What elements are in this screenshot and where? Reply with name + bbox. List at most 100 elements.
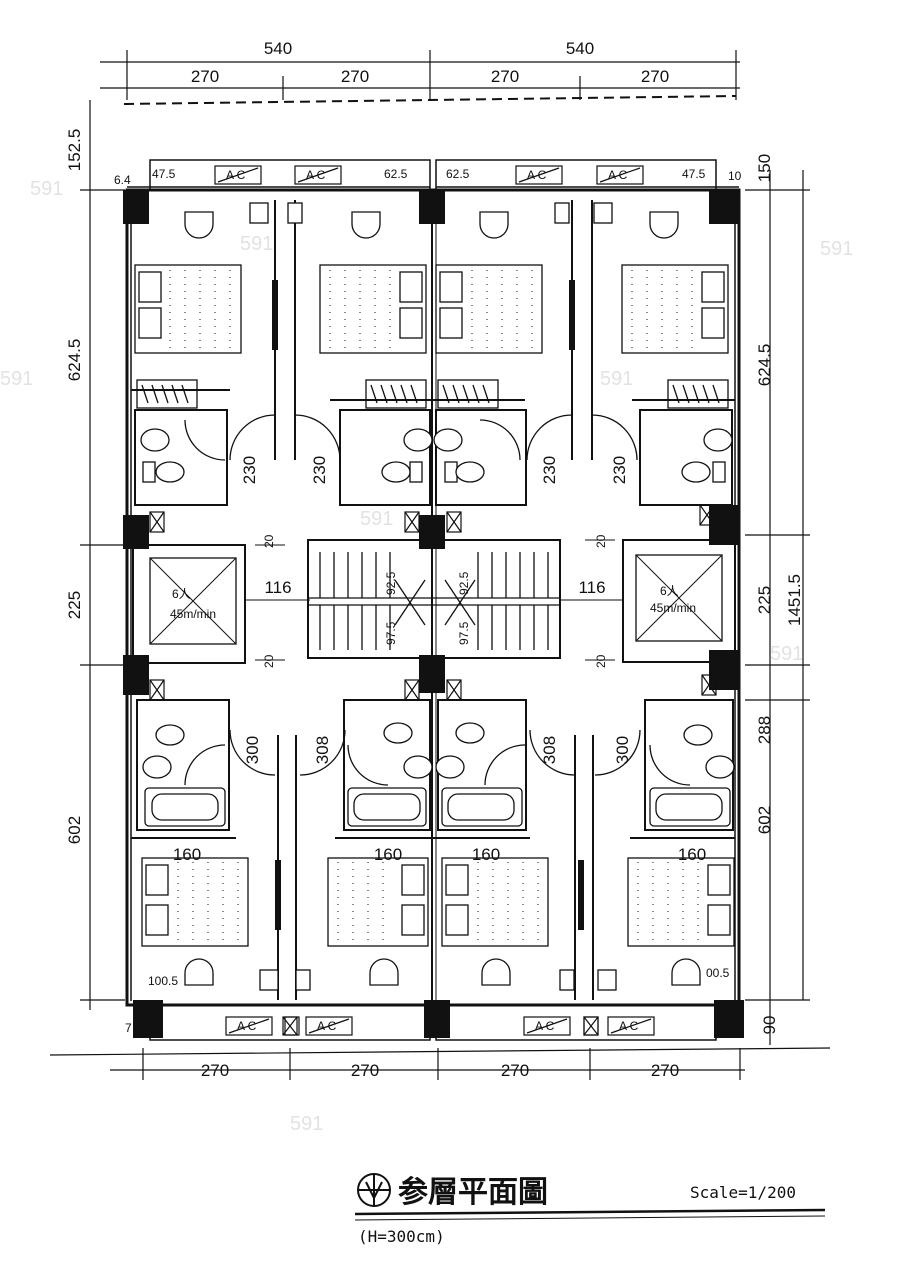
- dim-230-1: 230: [240, 456, 259, 484]
- watermark-8: 591: [290, 1113, 323, 1135]
- dim-230-2: 230: [310, 456, 329, 484]
- dim-stair-97.5-right: 97.5: [457, 621, 471, 645]
- wall-stubs: [272, 280, 584, 930]
- dim-bottom-270-1: 270: [201, 1061, 229, 1080]
- ac-label-5: A C: [237, 1019, 257, 1033]
- ac-label-3: A C: [527, 168, 547, 182]
- elevator-left: [132, 544, 246, 664]
- dim-00.5: 00.5: [706, 966, 730, 980]
- dim-right-150: 150: [755, 154, 774, 182]
- dim-308-right: 308: [540, 736, 559, 764]
- elevator-left-capacity: 6人: [172, 587, 191, 601]
- dim-230-4: 230: [610, 456, 629, 484]
- ac-label-7: A C: [535, 1019, 555, 1033]
- dim-47.5-right: 47.5: [682, 167, 706, 181]
- dim-top-270-4: 270: [641, 67, 669, 86]
- bathroom-fixtures: [140, 428, 735, 827]
- dim-left-152.5: 152.5: [65, 129, 84, 172]
- watermark-1: 591: [30, 178, 63, 200]
- dim-100.5: 100.5: [148, 974, 178, 988]
- dim-lobby-116-right: 116: [578, 578, 605, 597]
- dim-left-602: 602: [65, 816, 84, 844]
- watermark-6: 591: [360, 508, 393, 530]
- right-dimension-lines: [745, 170, 810, 1045]
- dim-bed-160-3: 160: [472, 845, 500, 864]
- pipe-shafts: [149, 504, 717, 1036]
- plan-scale: Scale=1/200: [690, 1183, 796, 1202]
- dim-gap-20-3: 20: [594, 534, 608, 548]
- left-dimension-lines: [80, 100, 125, 1010]
- lobby-dim-lines: [245, 539, 623, 661]
- title-underline-thin: [354, 1215, 826, 1221]
- dim-top-270-1: 270: [191, 67, 219, 86]
- dim-stair-92.5-left: 92.5: [384, 571, 398, 595]
- elevator-right-capacity: 6人: [660, 584, 679, 598]
- dim-right-288: 288: [755, 716, 774, 744]
- dim-right-602: 602: [755, 806, 774, 834]
- dim-gap-20-1: 20: [262, 534, 276, 548]
- dim-top-270-3: 270: [491, 67, 519, 86]
- dim-bottom-270-3: 270: [501, 1061, 529, 1080]
- dim-right-225: 225: [755, 586, 774, 614]
- beds-upper: [134, 264, 729, 354]
- ac-label-8: A C: [619, 1019, 639, 1033]
- elevator-left-speed: 45m/min: [170, 607, 216, 621]
- dim-stair-92.5-right: 92.5: [457, 571, 471, 595]
- beds-lower: [141, 857, 735, 947]
- watermark-2: 591: [240, 233, 273, 255]
- dim-gap-20-2: 20: [262, 654, 276, 668]
- dim-10: 10: [728, 169, 742, 183]
- dim-top-270-2: 270: [341, 67, 369, 86]
- title-underline: [354, 1208, 826, 1216]
- dim-stair-97.5-left: 97.5: [384, 621, 398, 645]
- watermark-5: 591: [0, 368, 33, 390]
- dim-right-1451.5: 1451.5: [785, 574, 804, 626]
- ac-label-6: A C: [317, 1019, 337, 1033]
- ac-label-1: A C: [226, 168, 246, 182]
- top-balcony: [127, 159, 739, 191]
- ac-label-2: A C: [306, 168, 326, 182]
- wardrobes: [136, 379, 729, 409]
- dim-bed-160-4: 160: [678, 845, 706, 864]
- title-symbol: [357, 1173, 391, 1207]
- dim-230-3: 230: [540, 456, 559, 484]
- dim-lobby-116-left: 116: [264, 578, 291, 597]
- watermark-4: 591: [820, 238, 853, 260]
- bottom-dimension-lines: [49, 1047, 831, 1080]
- dim-bed-160-1: 160: [173, 845, 201, 864]
- dim-top-540-right: 540: [566, 39, 594, 58]
- dim-62.5-right: 62.5: [446, 167, 470, 181]
- dim-top-540-left: 540: [264, 39, 292, 58]
- elevator-right: [622, 539, 736, 663]
- dim-62.5-left: 62.5: [384, 167, 408, 181]
- columns: [123, 190, 744, 1038]
- staircase: [307, 539, 561, 659]
- dim-47.5-left: 47.5: [152, 167, 176, 181]
- watermark-3: 591: [600, 368, 633, 390]
- dim-6.4: 6.4: [114, 173, 131, 187]
- dim-308-left: 308: [313, 736, 332, 764]
- dim-300-right: 300: [613, 736, 632, 764]
- partition-walls: [131, 200, 735, 1000]
- dim-bottom-270-2: 270: [351, 1061, 379, 1080]
- top-dimension-lines: [100, 50, 740, 105]
- dim-bottom-270-4: 270: [651, 1061, 679, 1080]
- plan-title: 参層平面圖: [398, 1175, 548, 1210]
- bed-pattern-lower: [177, 862, 699, 942]
- dim-right-90: 90: [760, 1016, 779, 1035]
- dim-gap-20-4: 20: [594, 654, 608, 668]
- dim-left-225: 225: [65, 591, 84, 619]
- dim-7: 7: [125, 1021, 132, 1035]
- chairs: [184, 202, 701, 991]
- ac-label-4: A C: [608, 168, 628, 182]
- dim-left-624.5: 624.5: [65, 339, 84, 382]
- door-swings: [184, 414, 691, 786]
- ac-units-top: [214, 165, 644, 185]
- dim-right-624.5: 624.5: [755, 344, 774, 387]
- dim-bed-160-2: 160: [374, 845, 402, 864]
- dim-300-left: 300: [243, 736, 262, 764]
- elevator-right-speed: 45m/min: [650, 601, 696, 615]
- plan-height: (H=300cm): [358, 1227, 445, 1246]
- watermark-7: 591: [770, 643, 803, 665]
